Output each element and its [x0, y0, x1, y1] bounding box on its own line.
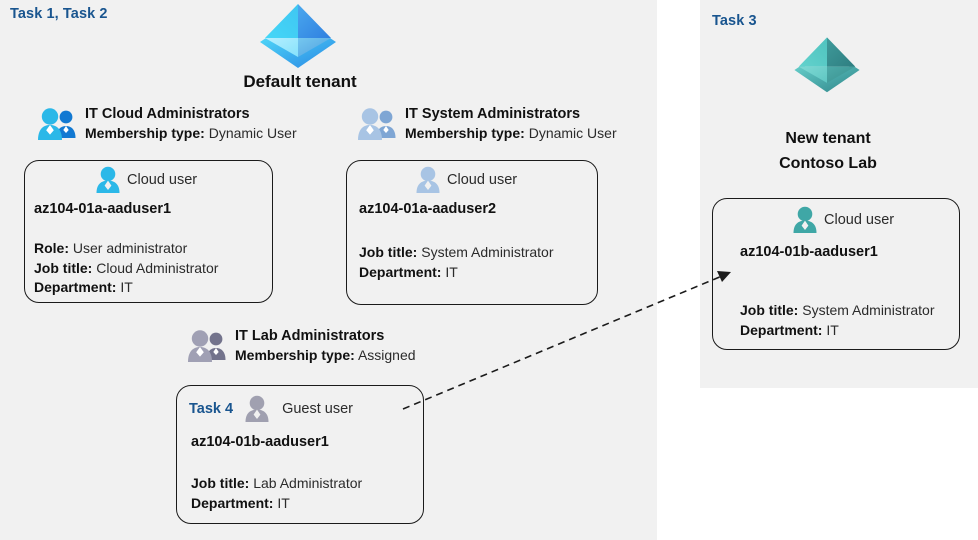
prop-label: Department: — [34, 279, 117, 295]
prop-label: Role: — [34, 240, 69, 256]
user-upn: az104-01b-aaduser1 — [191, 434, 329, 450]
user-upn: az104-01b-aaduser1 — [740, 244, 878, 260]
user-prop-department: Department: IT — [740, 321, 935, 341]
azure-ad-tenant-icon — [791, 35, 863, 93]
group-membership-value: Dynamic User — [208, 125, 297, 141]
user-prop-department: Department: IT — [359, 263, 554, 283]
guest-user-icon — [244, 395, 270, 423]
group-membership-label: Membership type: — [235, 347, 355, 363]
cloud-user-icon — [792, 206, 818, 234]
group-membership-label: Membership type: — [85, 125, 205, 141]
new-tenant-caption: New tenant Contoso Lab — [706, 126, 950, 176]
cloud-user-icon — [95, 166, 121, 194]
prop-label: Department: — [740, 321, 823, 338]
prop-label: Job title: — [359, 244, 418, 260]
group-membership-value: Dynamic User — [528, 125, 617, 141]
azure-ad-tenant-icon — [256, 2, 340, 68]
user-card-header: Task 4 Guest user — [189, 395, 353, 423]
user-prop-department: Department: IT — [191, 494, 362, 514]
user-properties: Job title: System Administrator Departme… — [359, 243, 554, 282]
prop-label: Department: — [359, 263, 442, 280]
new-tenant-caption-line2: Contoso Lab — [779, 155, 877, 172]
user-upn: az104-01a-aaduser2 — [359, 201, 497, 217]
group-it-lab-administrators: IT Lab Administrators Membership type: A… — [186, 328, 416, 364]
user-prop-job-title: Job title: Cloud Administrator — [34, 259, 218, 279]
default-tenant-panel — [0, 0, 657, 540]
default-tenant-caption: Default tenant — [243, 72, 357, 91]
prop-label: Job title: — [740, 302, 799, 318]
user-kind-label: Cloud user — [824, 212, 895, 228]
task-label-right: Task 3 — [712, 13, 757, 29]
prop-value: IT — [277, 494, 290, 511]
prop-label: Department: — [191, 494, 274, 511]
group-membership-type: Membership type: Dynamic User — [85, 125, 297, 141]
prop-value: Cloud Administrator — [96, 259, 219, 276]
prop-label: Job title: — [34, 259, 93, 276]
user-kind-label: Cloud user — [127, 172, 198, 188]
prop-label: Job title: — [191, 475, 250, 491]
user-prop-job-title: Job title: System Administrator — [359, 243, 554, 263]
group-it-system-administrators: IT System Administrators Membership type… — [356, 106, 617, 142]
user-card-header: Cloud user — [95, 166, 197, 194]
task-label-inline: Task 4 — [189, 401, 234, 417]
user-card-header: Cloud user — [792, 206, 894, 234]
prop-value: IT — [445, 263, 458, 280]
user-prop-job-title: Job title: Lab Administrator — [191, 474, 362, 494]
group-it-cloud-administrators: IT Cloud Administrators Membership type:… — [36, 106, 297, 142]
prop-value: IT — [826, 321, 839, 338]
user-prop-department: Department: IT — [34, 278, 218, 298]
user-prop-role: Role: User administrator — [34, 239, 218, 259]
group-name: IT System Administrators — [405, 106, 581, 122]
prop-value: IT — [120, 279, 133, 295]
group-users-icon — [356, 106, 398, 142]
group-membership-type: Membership type: Dynamic User — [405, 125, 617, 141]
user-card-az104-01b-aaduser1-cloud[interactable] — [712, 198, 960, 350]
prop-value: Lab Administrator — [253, 475, 363, 491]
group-membership-value: Assigned — [357, 347, 416, 363]
user-card-az104-01a-aaduser1[interactable] — [24, 160, 273, 303]
group-users-icon — [36, 106, 78, 142]
group-name: IT Cloud Administrators — [85, 106, 250, 122]
user-card-az104-01b-aaduser1-guest[interactable] — [176, 385, 424, 524]
user-kind-label: Cloud user — [447, 172, 518, 188]
user-card-header: Cloud user — [415, 166, 517, 194]
new-tenant-caption-line1: New tenant — [785, 130, 871, 147]
prop-value: System Administrator — [421, 244, 554, 260]
cloud-user-icon — [415, 166, 441, 194]
prop-value: System Administrator — [802, 302, 935, 318]
prop-value: User administrator — [72, 240, 188, 256]
user-properties: Job title: Lab Administrator Department:… — [191, 474, 362, 513]
task-label-left: Task 1, Task 2 — [10, 6, 108, 22]
group-name: IT Lab Administrators — [235, 328, 385, 344]
user-upn: az104-01a-aaduser1 — [34, 201, 172, 217]
user-properties: Role: User administrator Job title: Clou… — [34, 239, 218, 298]
user-kind-label: Guest user — [282, 401, 353, 417]
group-users-icon — [186, 328, 228, 364]
group-membership-type: Membership type: Assigned — [235, 347, 416, 363]
group-membership-label: Membership type: — [405, 125, 525, 141]
user-prop-job-title: Job title: System Administrator — [740, 301, 935, 321]
user-properties: Job title: System Administrator Departme… — [740, 301, 935, 340]
